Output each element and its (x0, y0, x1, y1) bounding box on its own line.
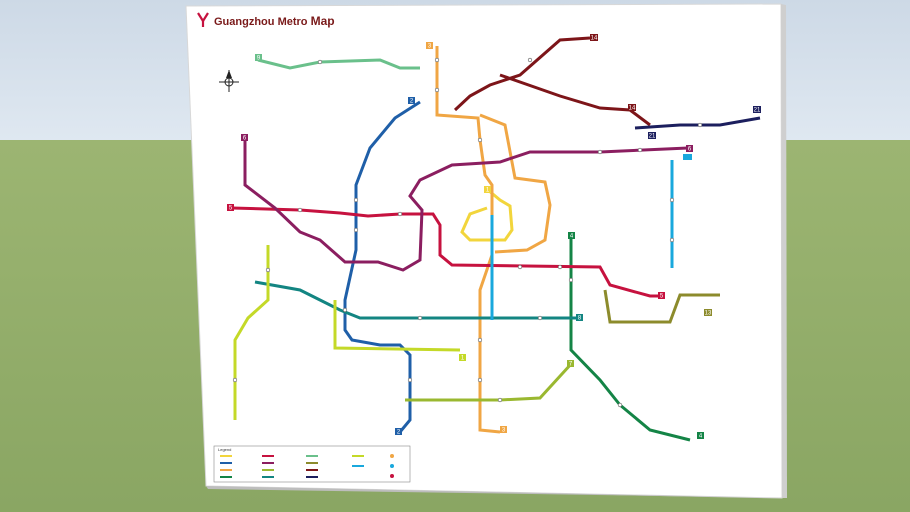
guangfo-branch (333, 300, 461, 352)
svg-text:1: 1 (461, 356, 465, 362)
compass-icon (219, 70, 239, 92)
svg-text:3: 3 (428, 44, 432, 50)
svg-text:4: 4 (570, 234, 574, 240)
line-5-route (231, 206, 663, 298)
svg-text:14: 14 (591, 36, 598, 42)
legend (213, 445, 411, 483)
svg-text:7: 7 (569, 362, 573, 368)
svg-text:9: 9 (257, 56, 261, 62)
line-6-route (243, 138, 689, 272)
line-13-route (603, 289, 720, 324)
line-badges: 9 3 2 6 5 1 4 8 1 7 14 14 21 21 13 6 5 4… (227, 34, 761, 440)
line-3-branch (479, 113, 552, 254)
map-panel (185, 3, 783, 499)
guangfo-route (233, 245, 270, 420)
line-2-route (343, 100, 421, 433)
svg-text:4: 4 (699, 434, 703, 440)
svg-text:6: 6 (243, 136, 247, 142)
svg-text:2: 2 (410, 99, 414, 105)
line-14-branch (499, 73, 651, 127)
line-9-route (257, 58, 420, 70)
svg-text:5: 5 (229, 206, 233, 212)
panel-edge (781, 4, 787, 498)
svg-text:1: 1 (486, 188, 490, 194)
line-14-route (453, 36, 591, 112)
title-map: Map (310, 14, 335, 28)
title-city: Guangzhou (214, 16, 275, 28)
line-3-route (435, 46, 501, 434)
title-metro: Metro (277, 16, 308, 28)
svg-text:6: 6 (688, 147, 692, 153)
map-title: Guangzhou Metro Map (214, 14, 335, 28)
svg-text:14: 14 (629, 106, 636, 112)
svg-text:21: 21 (754, 108, 761, 114)
svg-text:13: 13 (705, 311, 712, 317)
line-8-route (254, 280, 580, 320)
svg-text:3: 3 (502, 428, 506, 434)
station-markers (232, 57, 703, 408)
line-4-route (569, 238, 691, 442)
line-1-route (460, 188, 514, 242)
svg-text:8: 8 (578, 316, 582, 322)
svg-text:21: 21 (649, 134, 656, 140)
legend-heading: Legend (218, 447, 232, 452)
svg-text:2: 2 (397, 430, 401, 436)
svg-text:5: 5 (660, 294, 664, 300)
guangzhou-metro-logo-icon (197, 12, 209, 27)
